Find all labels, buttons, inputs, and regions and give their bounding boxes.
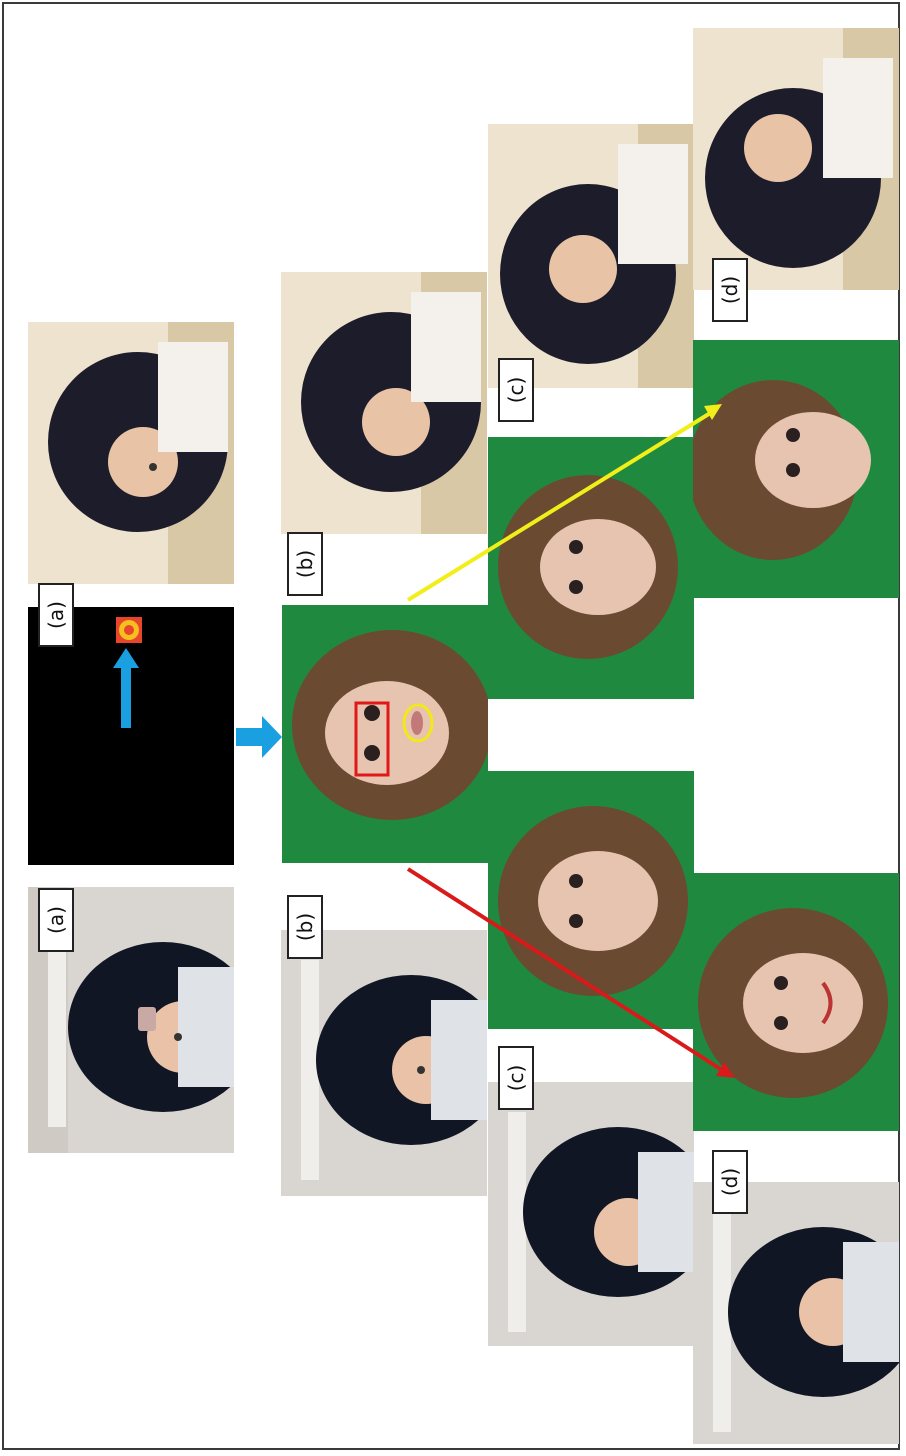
infant-photo-illustration-5 bbox=[488, 1082, 694, 1346]
infant-photo-row-a-right bbox=[28, 322, 234, 584]
label-d-left: (d) bbox=[712, 1150, 748, 1214]
infant-photo-row-c-left bbox=[488, 1082, 694, 1346]
face-center-panel bbox=[282, 605, 488, 863]
infant-photo-illustration-3 bbox=[281, 930, 487, 1196]
face-illustration-c-lower bbox=[488, 771, 694, 1029]
infant-photo-row-c-right bbox=[488, 124, 694, 388]
infant-photo-row-b-left bbox=[281, 930, 487, 1196]
infant-photo-illustration-7 bbox=[693, 1182, 899, 1444]
label-b-right: (b) bbox=[287, 532, 323, 596]
face-row-c-lower bbox=[488, 771, 694, 1029]
face-illustration-d-lower bbox=[693, 873, 899, 1131]
face-row-d-lower bbox=[693, 873, 899, 1131]
infant-photo-illustration-6 bbox=[488, 124, 694, 388]
label-a-right: (a) bbox=[38, 583, 74, 647]
face-row-c-upper bbox=[488, 437, 694, 699]
face-illustration-d-upper bbox=[693, 340, 899, 598]
label-d-right: (d) bbox=[712, 258, 748, 322]
infant-photo-row-b-right bbox=[281, 272, 487, 534]
infant-photo-illustration-8 bbox=[693, 28, 899, 290]
infant-photo-row-d-right bbox=[693, 28, 899, 290]
infant-photo-illustration-2 bbox=[28, 322, 234, 584]
face-center-illustration bbox=[282, 605, 488, 863]
label-a-left: (a) bbox=[38, 888, 74, 952]
infant-photo-row-d-left bbox=[693, 1182, 899, 1444]
label-c-right: (c) bbox=[498, 358, 534, 422]
label-c-left: (c) bbox=[498, 1046, 534, 1110]
infant-photo-illustration-4 bbox=[281, 272, 487, 534]
label-b-left: (b) bbox=[287, 895, 323, 959]
face-row-d-upper bbox=[693, 340, 899, 598]
face-illustration-c-upper bbox=[488, 437, 694, 699]
